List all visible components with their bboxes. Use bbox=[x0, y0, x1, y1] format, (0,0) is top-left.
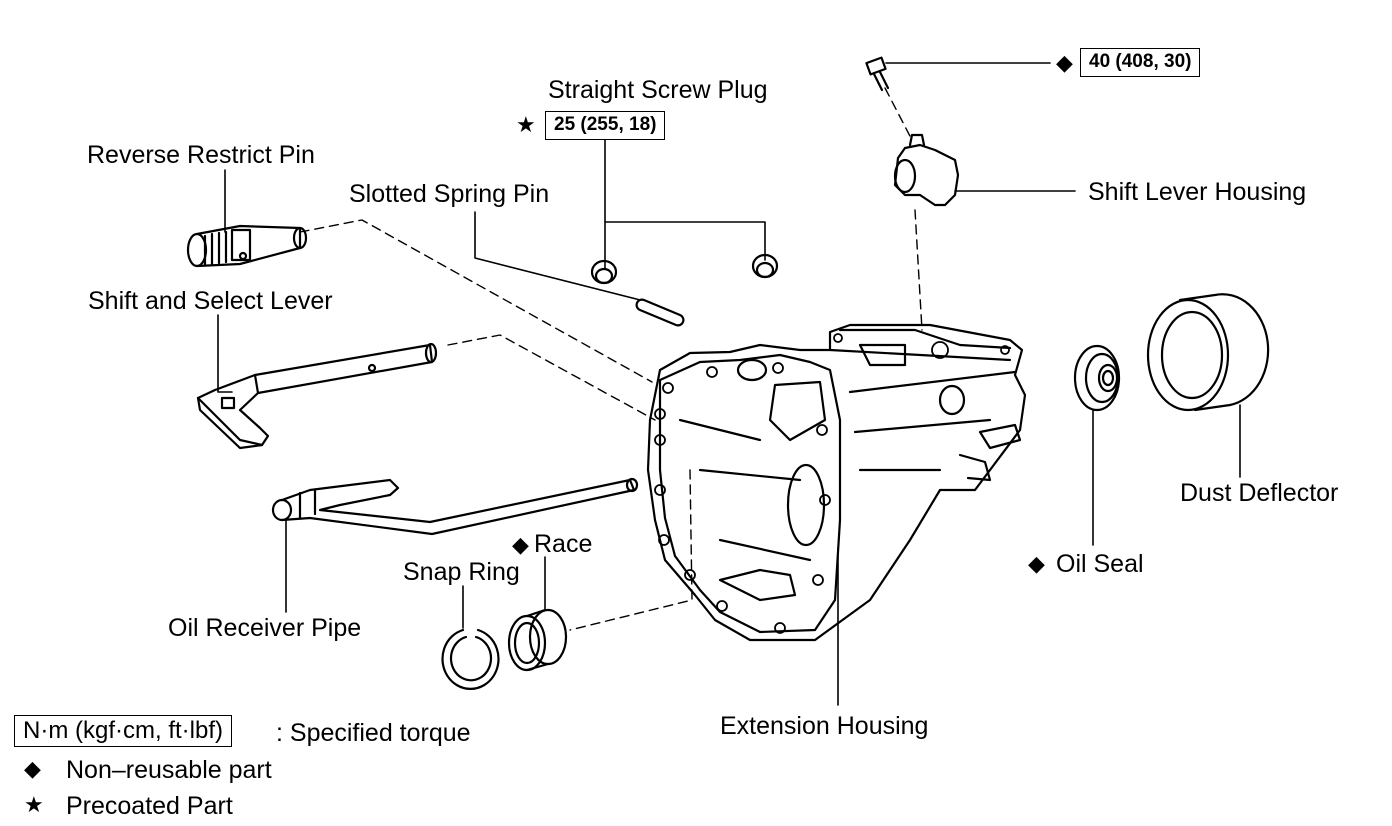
snap-ring-drawing bbox=[441, 628, 500, 691]
label-slotted-spring-pin: Slotted Spring Pin bbox=[349, 180, 550, 208]
leader-lines bbox=[217, 62, 1241, 706]
label-straight-screw-plug: Straight Screw Plug bbox=[548, 76, 768, 104]
label-race: Race bbox=[534, 530, 593, 558]
torque-straight-screw-plug: 25 (255, 18) bbox=[545, 111, 666, 140]
label-extension-housing: Extension Housing bbox=[720, 712, 929, 740]
extension-housing-drawing bbox=[646, 323, 1027, 642]
oil-seal-nonreusable-icon: ◆ bbox=[1028, 551, 1045, 576]
label-shift-and-select-lever: Shift and Select Lever bbox=[88, 287, 333, 315]
legend-precoated-text: Precoated Part bbox=[66, 792, 233, 820]
label-shift-lever-housing: Shift Lever Housing bbox=[1088, 178, 1307, 206]
legend-torque-desc: : Specified torque bbox=[276, 719, 471, 747]
dust-deflector-drawing bbox=[1146, 293, 1270, 412]
torque-shift-lever-housing-bolt: 40 (408, 30) bbox=[1080, 48, 1201, 77]
race-drawing bbox=[507, 608, 568, 672]
nonreusable-icon: ◆ bbox=[1056, 50, 1073, 75]
precoated-icon: ★ bbox=[516, 112, 536, 137]
reverse-restrict-pin-drawing bbox=[186, 224, 308, 268]
label-oil-receiver-pipe: Oil Receiver Pipe bbox=[168, 614, 362, 642]
label-dust-deflector: Dust Deflector bbox=[1180, 479, 1339, 507]
legend-torque-unit: N·m (kgf·cm, ft·lbf) bbox=[14, 715, 232, 748]
shift-lever-housing-drawing bbox=[865, 56, 960, 207]
straight-screw-plugs-drawing bbox=[590, 253, 779, 285]
label-reverse-restrict-pin: Reverse Restrict Pin bbox=[87, 141, 315, 169]
slotted-spring-pin-drawing bbox=[635, 298, 685, 327]
label-snap-ring: Snap Ring bbox=[403, 558, 520, 586]
alignment-lines bbox=[299, 87, 923, 631]
oil-receiver-pipe-drawing bbox=[271, 477, 639, 536]
legend-precoated-icon: ★ bbox=[24, 792, 44, 817]
oil-seal-drawing bbox=[1073, 344, 1121, 412]
label-oil-seal: Oil Seal bbox=[1056, 550, 1144, 578]
race-nonreusable-icon: ◆ bbox=[512, 532, 529, 557]
legend-nonreusable-icon: ◆ bbox=[24, 756, 41, 781]
legend-nonreusable-text: Non–reusable part bbox=[66, 756, 272, 784]
shift-and-select-lever-drawing bbox=[196, 342, 438, 450]
